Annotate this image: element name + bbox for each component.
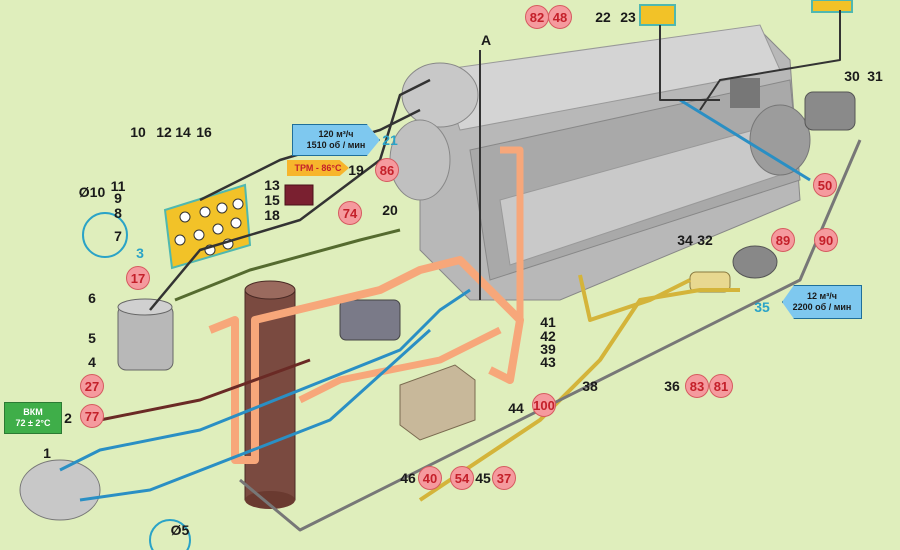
callout-label-n12: 12	[156, 124, 172, 140]
callout-label-n6: 6	[88, 290, 96, 306]
aux-pump-speed: 2200 об / мин	[792, 302, 852, 312]
callout-label-n5: 5	[88, 330, 96, 346]
aux-pump-flow: 12 м³/ч	[807, 291, 837, 301]
main-pump-speed: 1510 об / мин	[306, 140, 366, 150]
callout-label-n41: 41	[540, 314, 556, 330]
sensor-badge-s37: 37	[492, 466, 516, 490]
main-pump-spec-tag: 120 м³/ч 1510 об / мин	[292, 124, 380, 156]
callout-label-n34: 34	[677, 232, 693, 248]
callout-label-n23: 23	[620, 9, 636, 25]
callout-label-n39: 39	[540, 341, 556, 357]
sensor-badge-s17: 17	[126, 266, 150, 290]
vkm-temp: 72 ± 2°С	[15, 418, 51, 428]
callout-label-n15: 15	[264, 192, 280, 208]
sensor-badge-s77: 77	[80, 404, 104, 428]
sensor-badge-s90: 90	[814, 228, 838, 252]
callout-label-d5: Ø5	[170, 522, 190, 538]
callout-label-n14: 14	[175, 124, 191, 140]
callout-label-n36: 36	[664, 378, 680, 394]
callout-label-n22: 22	[595, 9, 611, 25]
callout-label-n46: 46	[400, 470, 416, 486]
callout-label-n43: 43	[540, 354, 556, 370]
trm-thermoregulator-tag: ТРМ - 86°С	[287, 160, 349, 176]
callout-label-n20: 20	[382, 202, 398, 218]
callout-label-n32: 32	[697, 232, 713, 248]
sensor-badge-s54: 54	[450, 466, 474, 490]
callout-label-n3: 3	[136, 245, 144, 261]
callout-label-n19: 19	[348, 162, 364, 178]
sensor-badge-s27: 27	[80, 374, 104, 398]
callout-label-n45: 45	[475, 470, 491, 486]
callout-label-n2: 2	[64, 410, 72, 426]
vkm-name: ВКМ	[23, 407, 43, 417]
callout-label-n13: 13	[264, 177, 280, 193]
callout-label-n11: 11	[110, 178, 126, 194]
sensor-badge-s100: 100	[532, 393, 556, 417]
main-pump-flow: 120 м³/ч	[318, 129, 354, 139]
sensor-badge-s40: 40	[418, 466, 442, 490]
sensor-badge-s86: 86	[375, 158, 399, 182]
callout-label-n18: 18	[264, 207, 280, 223]
diesel-engine	[389, 24, 856, 301]
callout-label-n1: 1	[43, 445, 51, 461]
callout-label-n4: 4	[88, 354, 96, 370]
sensor-badge-s83: 83	[685, 374, 709, 398]
callout-label-n16: 16	[196, 124, 212, 140]
sensor-badge-s48: 48	[548, 5, 572, 29]
callout-label-a: A	[480, 32, 492, 48]
sensor-badge-s82: 82	[525, 5, 549, 29]
callout-label-n8: 8	[114, 205, 122, 221]
callout-label-n30: 30	[844, 68, 860, 84]
callout-label-n44: 44	[508, 400, 524, 416]
callout-label-n35: 35	[754, 299, 770, 315]
callout-label-n38: 38	[582, 378, 598, 394]
aux-pump-spec-tag: 12 м³/ч 2200 об / мин	[782, 285, 862, 319]
callout-label-n10: 10	[130, 124, 146, 140]
sensor-badge-s81: 81	[709, 374, 733, 398]
vkm-valve-tag: ВКМ 72 ± 2°С	[4, 402, 62, 434]
callout-label-d10: Ø10	[78, 184, 106, 200]
sensor-badge-s89: 89	[771, 228, 795, 252]
sensor-badge-s74: 74	[338, 201, 362, 225]
callout-label-n9: 9	[114, 190, 122, 206]
callout-label-n31: 31	[867, 68, 883, 84]
callout-label-n21: 21	[382, 132, 398, 148]
trm-text: ТРМ - 86°С	[294, 162, 342, 173]
callout-label-n7: 7	[114, 228, 122, 244]
callout-label-n42: 42	[540, 328, 556, 344]
sensor-badge-s50: 50	[813, 173, 837, 197]
